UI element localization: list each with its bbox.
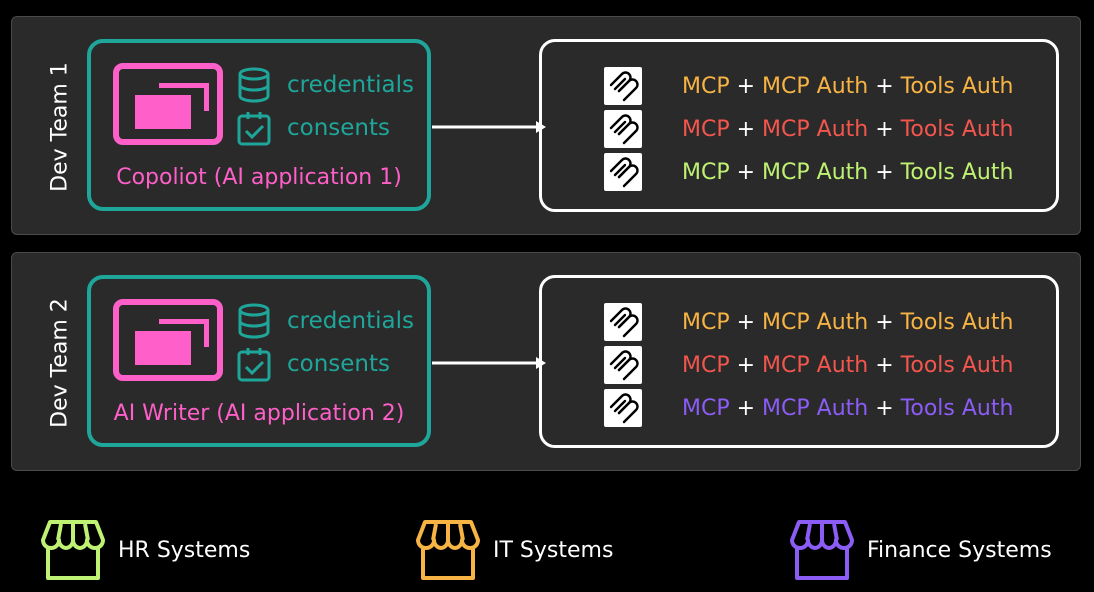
ai-application-box: credentials consents Copoliot (AI applic… (87, 39, 431, 211)
mcp-row: MCP + MCP Auth + Tools Auth (604, 346, 1013, 384)
team-label: Dev Team 1 (47, 62, 73, 192)
application-window-icon (113, 63, 223, 145)
mcp-logo-icon (604, 346, 642, 384)
mcp-logo-icon (604, 67, 642, 105)
legend-finance-systems: Finance Systems (789, 518, 1052, 582)
database-icon (238, 67, 270, 103)
mcp-servers-box: MCP + MCP Auth + Tools Auth MCP + MCP Au… (539, 275, 1059, 448)
team-label: Dev Team 2 (47, 298, 73, 428)
team-panel-1: Dev Team 1 credentials consents Copoliot… (11, 16, 1081, 235)
team-panel-2: Dev Team 2 credentials consents AI Write… (11, 252, 1081, 471)
legend-it-systems: IT Systems (415, 518, 613, 582)
database-icon (238, 303, 270, 339)
mcp-logo-icon (604, 153, 642, 191)
mcp-label: MCP + MCP Auth + Tools Auth (682, 309, 1014, 335)
storefront-icon (416, 520, 480, 580)
credentials-label: credentials (287, 72, 414, 98)
consents-label: consents (287, 115, 391, 141)
credentials-item: credentials (235, 67, 414, 103)
legend-label: IT Systems (493, 537, 614, 563)
clipboard-check-icon (237, 112, 271, 146)
mcp-label: MCP + MCP Auth + Tools Auth (682, 73, 1014, 99)
credentials-label: credentials (287, 308, 414, 334)
clipboard-check-icon (237, 348, 271, 382)
mcp-row: MCP + MCP Auth + Tools Auth (604, 389, 1013, 427)
consents-item: consents (235, 346, 390, 382)
mcp-row: MCP + MCP Auth + Tools Auth (604, 67, 1013, 105)
mcp-row: MCP + MCP Auth + Tools Auth (604, 110, 1013, 148)
mcp-label: MCP + MCP Auth + Tools Auth (682, 159, 1014, 185)
mcp-row: MCP + MCP Auth + Tools Auth (604, 153, 1013, 191)
application-window-icon (113, 299, 223, 381)
legend-hr-systems: HR Systems (40, 518, 250, 582)
arrow-right-icon (432, 357, 546, 369)
storefront-icon (790, 520, 854, 580)
mcp-label: MCP + MCP Auth + Tools Auth (682, 352, 1014, 378)
credentials-item: credentials (235, 303, 414, 339)
consents-label: consents (287, 351, 391, 377)
app-name: Copoliot (AI application 1) (116, 165, 402, 190)
legend-label: Finance Systems (867, 537, 1052, 563)
mcp-logo-icon (604, 110, 642, 148)
storefront-icon (41, 520, 105, 580)
legend-label: HR Systems (118, 537, 251, 563)
consents-item: consents (235, 110, 390, 146)
ai-application-box: credentials consents AI Writer (AI appli… (87, 275, 431, 447)
mcp-label: MCP + MCP Auth + Tools Auth (682, 395, 1014, 421)
mcp-row: MCP + MCP Auth + Tools Auth (604, 303, 1013, 341)
mcp-label: MCP + MCP Auth + Tools Auth (682, 116, 1014, 142)
mcp-logo-icon (604, 303, 642, 341)
app-name: AI Writer (AI application 2) (113, 401, 405, 426)
mcp-logo-icon (604, 389, 642, 427)
mcp-servers-box: MCP + MCP Auth + Tools Auth MCP + MCP Au… (539, 39, 1059, 212)
arrow-right-icon (432, 121, 546, 133)
